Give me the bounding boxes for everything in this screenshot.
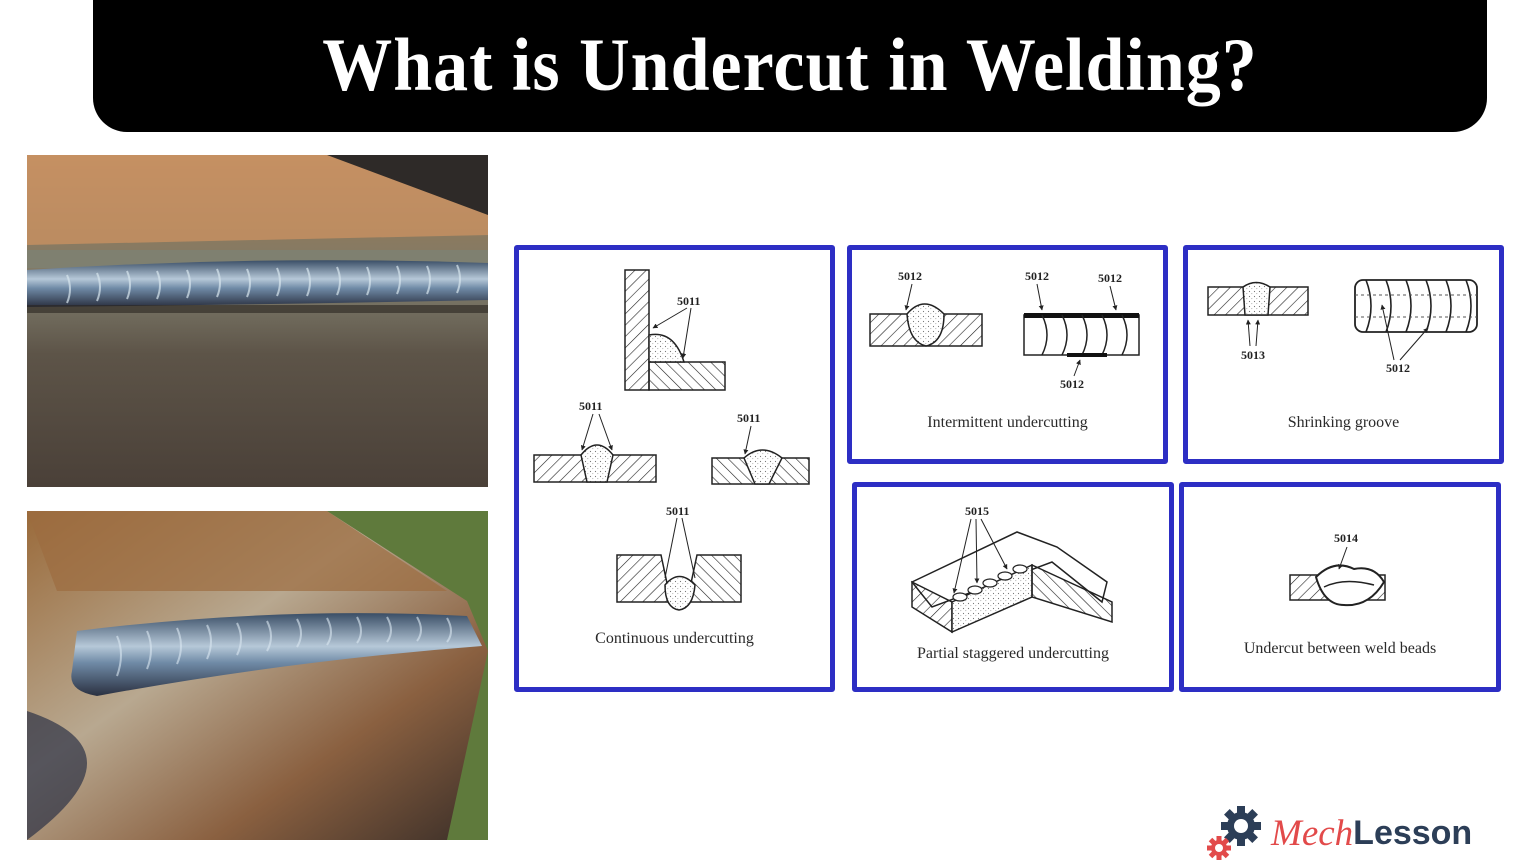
svg-text:5012: 5012	[898, 269, 922, 283]
logo-text-mech: Mech	[1271, 812, 1354, 854]
caption-undercut-between-weld-beads: Undercut between weld beads	[1243, 640, 1437, 657]
svg-text:5015: 5015	[965, 504, 989, 518]
undercut-between-beads-diagram: 5014	[1289, 531, 1386, 607]
page-title: What is Undercut in Welding?	[322, 23, 1258, 108]
svg-text:5011: 5011	[579, 399, 602, 413]
svg-text:5013: 5013	[1241, 348, 1265, 362]
continuous-undercut-diagram: 5011 5011 5011 5011	[533, 269, 810, 611]
panel-continuous-undercutting: 5011 5011 5011 5011 Continuous undercutt…	[514, 245, 835, 692]
svg-text:5011: 5011	[666, 504, 689, 518]
svg-text:5012: 5012	[1060, 377, 1084, 391]
svg-text:5014: 5014	[1334, 531, 1358, 545]
mechlesson-logo: Mech Lesson	[1205, 803, 1472, 863]
weld-photo-undercut-flat	[27, 155, 488, 487]
svg-text:5012: 5012	[1025, 269, 1049, 283]
svg-text:5012: 5012	[1098, 271, 1122, 285]
shrinking-groove-diagram: 5013 5012	[1207, 279, 1478, 375]
caption-continuous-undercutting: Continuous undercutting	[595, 630, 754, 647]
weld-photo-undercut-corner	[27, 511, 488, 840]
panel-intermittent-undercutting: 5012 5012 5012 5012 Intermittent undercu…	[847, 245, 1168, 464]
panel-undercut-between-weld-beads: 5014 Undercut between weld beads	[1179, 482, 1501, 692]
title-banner: What is Undercut in Welding?	[93, 0, 1487, 132]
panel-shrinking-groove: 5013 5012 Shrinking groove	[1183, 245, 1504, 464]
svg-text:5012: 5012	[1386, 361, 1410, 375]
partial-staggered-undercut-diagram: 5015	[910, 504, 1113, 634]
logo-text-lesson: Lesson	[1353, 813, 1473, 852]
panel-partial-staggered-undercutting: 5015 Partial staggered undercutting	[852, 482, 1174, 692]
gear-icon	[1207, 806, 1261, 860]
svg-text:5011: 5011	[677, 294, 700, 308]
caption-shrinking-groove: Shrinking groove	[1287, 414, 1400, 431]
caption-partial-staggered-undercutting: Partial staggered undercutting	[917, 645, 1109, 662]
intermittent-undercut-diagram: 5012 5012 5012 5012	[869, 269, 1140, 391]
caption-intermittent-undercutting: Intermittent undercutting	[927, 414, 1088, 431]
svg-text:5011: 5011	[737, 411, 760, 425]
